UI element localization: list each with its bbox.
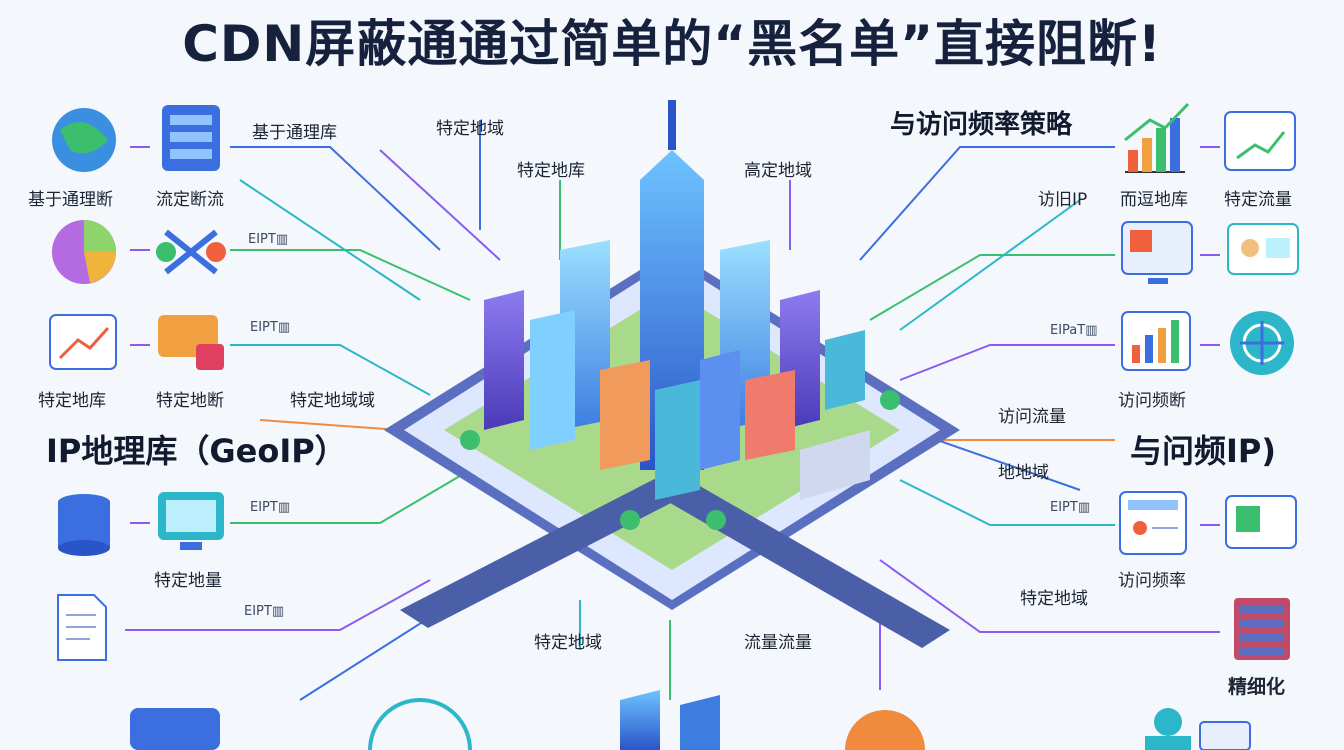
section-frequency-heading: 与访问频率策略 [890,110,1073,140]
image-card-icon [1225,495,1297,549]
radar-icon [1230,311,1294,375]
tag-right-2: EIPT▥ [1050,500,1091,515]
right-connectors [859,146,1220,633]
page-title: CDN屏蔽通通过简单的“黑名单”直接阻断! [182,15,1162,73]
label-center-2: 特定地库 [517,161,585,181]
database-icon [58,494,110,556]
dashboard-icon [1121,221,1193,284]
label-center-3: 高定地域 [744,161,812,181]
tag-right-1: EIPaT▥ [1050,323,1098,338]
label-right-mid-b: 地地域 [998,463,1049,483]
server-icon [162,105,220,171]
label-center-1: 特定地域 [436,119,504,139]
monitor-icon [158,492,224,550]
tag-1: EIPT▥ [248,232,289,247]
bar-chart-icon-2 [1121,311,1191,371]
card-icon [1224,111,1296,171]
label-right-row1-c: 特定流量 [1224,190,1292,210]
city-buildings [460,100,900,530]
person-card-icon [1227,223,1299,275]
form-icon [1119,491,1187,555]
label-right-row1-a: 访旧IP [1038,190,1088,210]
left-connectors [125,146,521,701]
label-right-mid-a: 访问流量 [998,407,1066,427]
trend-chart-icon [49,314,117,370]
label-left-row4-b: 特定地量 [154,571,222,591]
section-ip-heading: 与问频IP) [1130,432,1276,470]
label-center-4: 特定地域 [534,633,602,653]
label-left-row3-a: 特定地库 [38,391,106,411]
globe-icon [52,108,116,172]
label-right-row6: 精细化 [1228,676,1286,698]
bottom-decor [130,690,1251,750]
tag-2: EIPT▥ [250,320,291,335]
label-right-row4: 访问频率 [1118,571,1186,591]
label-right-row1-b: 而逗地库 [1120,190,1188,210]
label-right-row5: 特定地域 [1020,589,1088,609]
tag-4: EIPT▥ [244,604,285,619]
bow-network-icon [156,229,226,275]
document-icon [57,594,107,661]
label-left-row3-b: 特定地断 [156,391,224,411]
label-left-row1-b: 流定断流 [156,190,224,210]
label-left-header: 基于通理库 [252,123,337,143]
pie-chart-icon [52,220,116,284]
ticket-icon [158,315,224,370]
bar-chart-icon [1124,102,1190,173]
label-left-row1-a: 基于通理断 [28,190,113,210]
label-right-row3: 访问频断 [1118,391,1186,411]
label-left-row3-c: 特定地域域 [290,391,375,411]
label-center-5: 流量流量 [744,633,812,653]
stack-server-icon [1234,598,1290,660]
tag-3: EIPT▥ [250,500,291,515]
section-geoip-heading: IP地理库（GeoIP） [46,432,347,470]
